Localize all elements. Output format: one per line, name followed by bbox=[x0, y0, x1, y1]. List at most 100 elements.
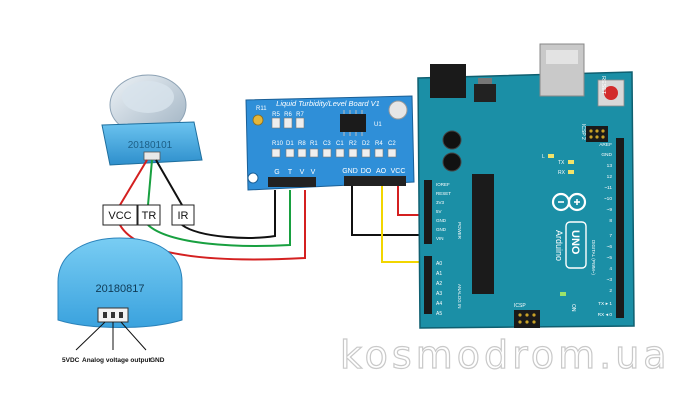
svg-text:A2: A2 bbox=[436, 281, 442, 287]
reset-button-cap bbox=[604, 86, 618, 100]
pin-g: G bbox=[274, 169, 279, 176]
pin-label-vcc: VCC bbox=[108, 210, 131, 222]
sensor-detail: 20180817 5VDC Analog voltage output GND bbox=[57, 237, 183, 364]
voltage-regulator bbox=[474, 84, 496, 102]
capacitor-1 bbox=[442, 130, 462, 150]
svg-text:D2: D2 bbox=[362, 141, 370, 147]
svg-text:~9: ~9 bbox=[607, 207, 613, 213]
svg-text:AREF: AREF bbox=[599, 142, 612, 148]
turbidity-sensor: 20180101 bbox=[101, 74, 203, 166]
watermark: kosmodrom.ua bbox=[340, 333, 671, 377]
status-leds: L TX RX bbox=[542, 154, 574, 176]
svg-text:~10: ~10 bbox=[604, 196, 612, 202]
pin-v1: V bbox=[300, 169, 305, 176]
svg-text:VIN: VIN bbox=[436, 236, 444, 241]
arduino-logo bbox=[551, 192, 587, 212]
svg-text:GND: GND bbox=[436, 218, 447, 223]
pin-label-tr: TR bbox=[142, 210, 157, 222]
svg-text:RX ◂ 0: RX ◂ 0 bbox=[598, 312, 613, 318]
arduino-uno: RESET ICSP 2 IOREF RESET 3V3 5V GND GND … bbox=[417, 43, 635, 329]
svg-text:DIGITAL (PWM~): DIGITAL (PWM~) bbox=[591, 240, 596, 275]
label-r5: R5 bbox=[272, 112, 280, 118]
svg-text:~3: ~3 bbox=[607, 277, 613, 283]
component-labels: R10 D1 R8 R1 C3 C1 R2 D2 R4 C2 bbox=[272, 141, 396, 147]
svg-text:GND: GND bbox=[601, 152, 612, 158]
sensor-blue-body bbox=[101, 121, 203, 166]
sensor-pin-labels: VCC TR IR bbox=[102, 204, 195, 226]
svg-text:POWER: POWER bbox=[457, 222, 462, 240]
svg-text:A0: A0 bbox=[436, 261, 442, 267]
capacitor-2 bbox=[442, 152, 462, 172]
pin-gnd: GND bbox=[342, 168, 358, 175]
pin-vcc: VCC bbox=[391, 168, 406, 175]
icsp2-header: ICSP 2 bbox=[580, 124, 608, 142]
sensor-stamp: 20180101 bbox=[128, 140, 173, 151]
svg-text:ICSP: ICSP bbox=[514, 303, 526, 309]
svg-text:A1: A1 bbox=[436, 271, 442, 277]
svg-text:13: 13 bbox=[607, 163, 613, 169]
component-row bbox=[271, 148, 397, 158]
dc-jack bbox=[430, 64, 466, 98]
pin-do: DO bbox=[361, 168, 372, 175]
board-title: Liquid Turbidity/Level Board V1 bbox=[276, 99, 380, 108]
svg-text:12: 12 bbox=[607, 174, 613, 180]
detail-label-gnd: GND bbox=[150, 357, 165, 364]
svg-text:C1: C1 bbox=[336, 141, 344, 147]
top-row-components: R5 R6 R7 bbox=[271, 112, 304, 129]
svg-text:~11: ~11 bbox=[604, 185, 612, 191]
svg-text:R4: R4 bbox=[375, 141, 383, 147]
board-left-header: G T V V bbox=[268, 169, 316, 187]
svg-text:R2: R2 bbox=[349, 141, 357, 147]
svg-text:7: 7 bbox=[609, 233, 612, 239]
svg-text:5V: 5V bbox=[436, 209, 442, 214]
svg-text:C2: C2 bbox=[388, 141, 396, 147]
arduino-pcb bbox=[417, 71, 635, 329]
svg-text:ON: ON bbox=[570, 304, 576, 312]
svg-text:RX: RX bbox=[558, 170, 566, 176]
svg-text:R1: R1 bbox=[310, 141, 318, 147]
svg-text:GND: GND bbox=[436, 227, 447, 232]
svg-text:TX: TX bbox=[558, 160, 565, 166]
power-header: IOREF RESET 3V3 5V GND GND VIN POWER bbox=[424, 180, 462, 244]
mount-hole-left bbox=[247, 172, 259, 184]
label-r6: R6 bbox=[284, 112, 292, 118]
detail-body bbox=[57, 237, 183, 328]
icsp-header: ICSP bbox=[514, 303, 540, 328]
pin-t: T bbox=[288, 169, 293, 176]
svg-text:~6: ~6 bbox=[607, 244, 613, 250]
svg-text:A3: A3 bbox=[436, 291, 442, 297]
pin-ao: AO bbox=[376, 168, 387, 175]
mount-hole-right bbox=[388, 100, 408, 120]
detail-label-analog-output: Analog voltage output bbox=[82, 357, 151, 364]
board-right-header: GND DO AO VCC bbox=[342, 168, 406, 186]
detail-stamp: 20180817 bbox=[96, 283, 145, 295]
chip-label: U1 bbox=[374, 122, 382, 128]
pin-label-ir: IR bbox=[178, 210, 189, 222]
board-corner-label: R11 bbox=[256, 106, 267, 112]
atmega-chip bbox=[472, 174, 494, 294]
svg-text:TX ▸ 1: TX ▸ 1 bbox=[598, 301, 612, 307]
pin-v2: V bbox=[311, 169, 316, 176]
svg-text:A4: A4 bbox=[436, 301, 442, 307]
digital-header: AREF GND 13 12 ~11 ~10 ~9 8 7 ~6 ~5 4 ~3… bbox=[591, 138, 624, 318]
op-amp-chip bbox=[340, 114, 366, 132]
svg-text:A5: A5 bbox=[436, 311, 442, 317]
sensor-connector bbox=[143, 151, 161, 161]
svg-text:~5: ~5 bbox=[607, 255, 613, 261]
svg-text:R8: R8 bbox=[298, 141, 306, 147]
uno-badge: UNO bbox=[565, 221, 587, 269]
reset-label: RESET bbox=[600, 76, 606, 95]
svg-text:UNO: UNO bbox=[569, 230, 581, 255]
turbidity-board: Liquid Turbidity/Level Board V1 R11 R5 R… bbox=[245, 95, 415, 191]
svg-text:D1: D1 bbox=[286, 141, 294, 147]
analog-header: A0 A1 A2 A3 A4 A5 ANALOG IN bbox=[424, 256, 462, 317]
svg-text:RESET: RESET bbox=[436, 191, 451, 196]
svg-text:IOREF: IOREF bbox=[436, 182, 450, 187]
potentiometer bbox=[252, 114, 264, 126]
arduino-brand: Arduino bbox=[554, 230, 564, 261]
detail-label-5vdc: 5VDC bbox=[62, 357, 80, 364]
svg-text:ANALOG IN: ANALOG IN bbox=[457, 284, 462, 309]
on-led bbox=[560, 292, 566, 296]
